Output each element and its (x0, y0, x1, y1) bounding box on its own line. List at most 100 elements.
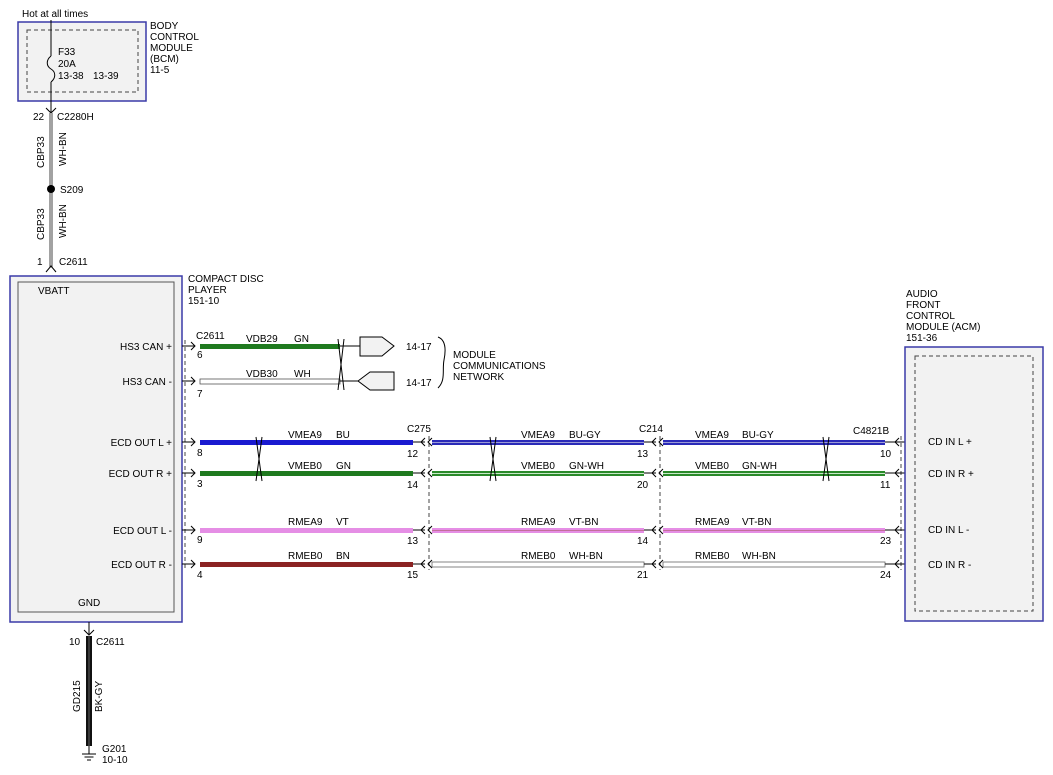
svg-text:RMEB0: RMEB0 (521, 551, 556, 562)
svg-text:BU: BU (336, 430, 350, 441)
svg-text:RMEA9: RMEA9 (288, 517, 323, 528)
acm-pin-numbers: 10 11 23 24 (880, 449, 892, 581)
svg-text:PLAYER: PLAYER (188, 285, 227, 296)
pin-label-ecd-out-l-plus: ECD OUT L + (111, 438, 173, 449)
c2611-top-label: C2611 (59, 257, 88, 268)
vdb29-label: VDB29 (246, 334, 278, 345)
svg-text:11: 11 (880, 480, 891, 491)
svg-text:BN: BN (336, 551, 350, 562)
pin-label-hs3-can-plus: HS3 CAN + (120, 342, 172, 353)
svg-text:14: 14 (407, 480, 419, 491)
ground-point-label: G201 (102, 744, 127, 755)
svg-text:21: 21 (637, 570, 649, 581)
vdb30-label: VDB30 (246, 369, 278, 380)
fuse-id: F33 (58, 47, 76, 58)
svg-text:VMEA9: VMEA9 (521, 430, 555, 441)
svg-text:NETWORK: NETWORK (453, 372, 504, 383)
svg-text:WH-BN: WH-BN (569, 551, 603, 562)
acm-inner-dashed (914, 355, 1034, 612)
splice-s209-label: S209 (60, 185, 84, 196)
connector-c2611-ground-icon (83, 629, 95, 636)
svg-text:RMEA9: RMEA9 (521, 517, 556, 528)
cdp-module-box (9, 275, 183, 623)
c4821b-label: C4821B (853, 426, 889, 437)
acm-module-box (904, 346, 1044, 622)
vdb30-color: WH (294, 369, 311, 380)
pin-label-ecd-out-l-minus: ECD OUT L - (113, 526, 172, 537)
svg-text:9: 9 (197, 535, 203, 546)
pin-label-cd-in-l-minus: CD IN L - (928, 525, 969, 536)
svg-text:GN: GN (336, 461, 351, 472)
svg-text:151-10: 151-10 (188, 296, 220, 307)
vbatt-label: VBATT (38, 286, 69, 297)
circuit-cbp33-upper: CBP33 (36, 136, 47, 168)
c214-pin-numbers: 13 20 14 21 (637, 449, 649, 581)
twisted-pair-audio-icons (255, 436, 830, 482)
svg-text:FRONT: FRONT (906, 300, 940, 311)
fuse-pin-left: 13-38 (58, 71, 84, 82)
svg-text:13: 13 (637, 449, 649, 460)
splice-s209-icon (47, 185, 55, 193)
c275-arrows (413, 437, 433, 569)
svg-text:VT-BN: VT-BN (742, 517, 771, 528)
c2611-top-pin: 1 (37, 257, 43, 268)
wire-row-rmeb0 (200, 561, 886, 568)
wire-vdb29 (200, 344, 340, 349)
svg-text:CONTROL: CONTROL (906, 311, 955, 322)
acm-title: AUDIO FRONT CONTROL MODULE (ACM) 151-36 (906, 289, 980, 344)
pin-label-cd-in-l-plus: CD IN L + (928, 437, 972, 448)
svg-text:BODY: BODY (150, 21, 179, 32)
wire-labels-seg3: VMEA9 BU-GY VMEB0 GN-WH RMEA9 VT-BN RMEB… (695, 430, 777, 562)
svg-text:4: 4 (197, 570, 203, 581)
wire-labels-seg2: VMEA9 BU-GY VMEB0 GN-WH RMEA9 VT-BN RMEB… (521, 430, 604, 562)
svg-text:RMEB0: RMEB0 (288, 551, 323, 562)
svg-text:BU-GY: BU-GY (742, 430, 774, 441)
svg-text:AUDIO: AUDIO (906, 289, 938, 300)
offpage-arrow-can-low-icon (357, 371, 395, 391)
svg-text:11-5: 11-5 (150, 65, 170, 76)
wire-row-vmeb0 (200, 471, 885, 476)
svg-text:151-36: 151-36 (906, 333, 938, 344)
svg-text:24: 24 (880, 570, 892, 581)
svg-text:8: 8 (197, 448, 203, 459)
svg-text:23: 23 (880, 536, 892, 547)
pin-label-cd-in-r-plus: CD IN R + (928, 469, 974, 480)
svg-text:MODULE (ACM): MODULE (ACM) (906, 322, 980, 333)
svg-text:VMEA9: VMEA9 (695, 430, 729, 441)
can-low-page: 14-17 (406, 378, 432, 389)
c2280h-pin: 22 (33, 112, 45, 123)
svg-text:MODULE: MODULE (453, 350, 496, 361)
c2611-side-label: C2611 (196, 331, 225, 342)
svg-text:WH-BN: WH-BN (742, 551, 776, 562)
cdp-connector-arrows (182, 341, 196, 569)
pin-label-ecd-out-r-plus: ECD OUT R + (109, 469, 173, 480)
svg-text:VMEB0: VMEB0 (288, 461, 322, 472)
svg-text:COMPACT DISC: COMPACT DISC (188, 274, 264, 285)
ground-pin: 10 (69, 637, 81, 648)
pin-label-hs3-can-minus: HS3 CAN - (123, 377, 172, 388)
color-upper: WH-BN (58, 132, 69, 166)
svg-text:7: 7 (197, 389, 203, 400)
c275-pin-numbers: 12 14 13 15 (407, 449, 419, 581)
bcm-title: BODY CONTROL MODULE (BCM) 11-5 (150, 21, 199, 76)
svg-text:14: 14 (637, 536, 649, 547)
ground-symbol-icon (82, 746, 96, 761)
c275-label: C275 (407, 424, 431, 435)
fuse-icon (46, 20, 56, 101)
svg-text:3: 3 (197, 479, 203, 490)
svg-text:VMEB0: VMEB0 (521, 461, 555, 472)
svg-text:CONTROL: CONTROL (150, 32, 199, 43)
svg-text:20: 20 (637, 480, 649, 491)
svg-text:(BCM): (BCM) (150, 54, 179, 65)
cdp-pin-numbers: 6 7 8 3 9 4 (197, 350, 203, 581)
svg-text:VT: VT (336, 517, 349, 528)
cdp-title: COMPACT DISC PLAYER 151-10 (188, 274, 264, 307)
pin-label-ecd-out-r-minus: ECD OUT R - (111, 560, 172, 571)
svg-text:12: 12 (407, 449, 419, 460)
pin-label-cd-in-r-minus: CD IN R - (928, 560, 971, 571)
gd215-label: GD215 (72, 680, 83, 712)
acm-pin-labels: CD IN L + CD IN R + CD IN L - CD IN R - (928, 437, 974, 571)
svg-text:BU-GY: BU-GY (569, 430, 601, 441)
svg-text:VMEB0: VMEB0 (695, 461, 729, 472)
